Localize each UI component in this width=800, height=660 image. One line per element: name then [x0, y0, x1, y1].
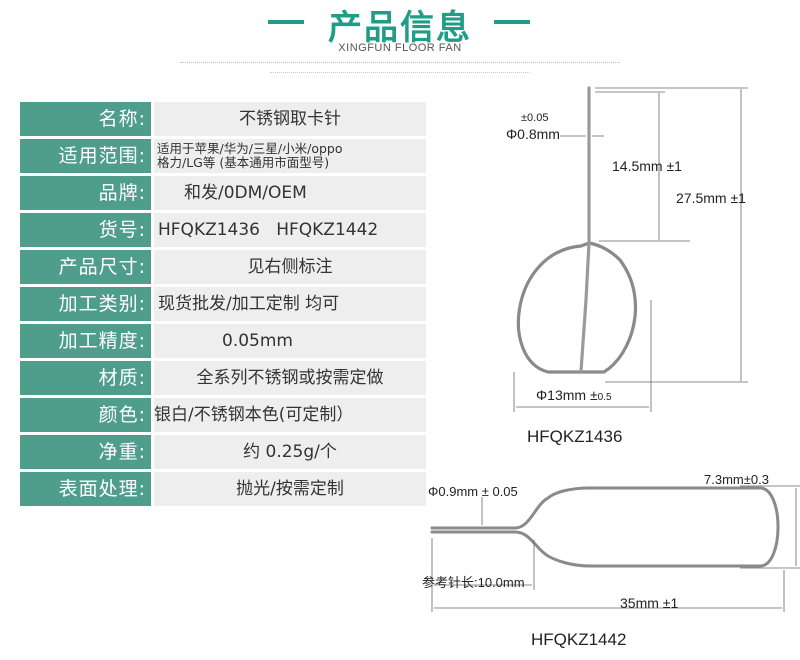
spec-row-weight: 净重: 约 0.25g/个 — [20, 435, 426, 469]
spec-row-processing: 加工类别: 现货批发/加工定制 均可 — [20, 287, 426, 321]
spec-label: 表面处理: — [20, 472, 151, 506]
spec-value: 0.05mm — [154, 324, 426, 358]
spec-row-material: 材质: 全系列不锈钢或按需定做 — [20, 361, 426, 395]
header: 产品信息 XINGFUN FLOOR FAN — [0, 0, 800, 80]
spec-row-surface: 表面处理: 抛光/按需定制 — [20, 472, 426, 506]
spec-label: 货号: — [20, 213, 151, 247]
dim-total-length-1442: 35mm ±1 — [620, 595, 678, 611]
dim-diameter-1442: Φ0.9mm ± 0.05 — [428, 484, 518, 499]
dim-shaft-length: 14.5mm ±1 — [612, 158, 682, 174]
spec-value: 适用于苹果/华为/三星/小米/oppo 格力/LG等 (基本通用市面型号) — [154, 139, 426, 173]
dim-lines-1436 — [513, 87, 748, 412]
spec-label: 产品尺寸: — [20, 250, 151, 284]
spec-value: 抛光/按需定制 — [154, 472, 426, 506]
spec-value: 和发/0DM/OEM — [154, 176, 426, 210]
dim-loop-width: Φ13mm ±0.5 — [536, 387, 612, 403]
dim-diameter: Φ0.8mm — [506, 126, 560, 142]
spec-label: 名称: — [20, 102, 151, 136]
page-subtitle: XINGFUN FLOOR FAN — [338, 42, 462, 54]
dim-total-length: 27.5mm ±1 — [676, 190, 746, 206]
spec-row-brand: 品牌: 和发/0DM/OEM — [20, 176, 426, 210]
spec-label: 品牌: — [20, 176, 151, 210]
spec-label: 净重: — [20, 435, 151, 469]
spec-label: 颜色: — [20, 398, 151, 432]
spec-value: 不锈钢取卡针 — [154, 102, 426, 136]
dim-needle-length: 参考针长:10.0mm — [422, 575, 525, 590]
dim-lines-1442 — [431, 485, 800, 612]
spec-label: 加工精度: — [20, 324, 151, 358]
spec-value: 现货批发/加工定制 均可 — [154, 287, 426, 321]
model-label-1442: HFQKZ1442 — [531, 630, 626, 649]
spec-value-line: 适用于苹果/华为/三星/小米/oppo — [157, 141, 343, 156]
dim-loop-width-tol: 0.5 — [598, 392, 612, 403]
spec-row-model: 货号: HFQKZ1436 HFQKZ1442 — [20, 213, 426, 247]
spec-row-name: 名称: 不锈钢取卡针 — [20, 102, 426, 136]
divider — [180, 62, 620, 63]
spec-value-line: 格力/LG等 (基本通用市面型号) — [157, 155, 330, 170]
dim-width-1442: 7.3mm±0.3 — [704, 472, 769, 487]
pin-1442-drawing — [430, 486, 780, 568]
spec-value: 见右侧标注 — [154, 250, 426, 284]
spec-value: 全系列不锈钢或按需定做 — [154, 361, 426, 395]
spec-label: 加工类别: — [20, 287, 151, 321]
spec-value: 约 0.25g/个 — [154, 435, 426, 469]
title-decoration-left — [268, 20, 304, 24]
spec-row-compatibility: 适用范围: 适用于苹果/华为/三星/小米/oppo 格力/LG等 (基本通用市面… — [20, 139, 426, 173]
page-title: 产品信息 — [328, 8, 472, 48]
pin-1436-drawing — [516, 86, 638, 374]
dim-tol-top: ±0.05 — [521, 112, 548, 124]
dim-loop-width-value: Φ13mm ± — [536, 387, 598, 403]
spec-row-precision: 加工精度: 0.05mm — [20, 324, 426, 358]
divider — [270, 72, 530, 73]
spec-label: 材质: — [20, 361, 151, 395]
spec-row-color: 颜色: 银白/不锈钢本色(可定制） — [20, 398, 426, 432]
title-decoration-right — [494, 20, 530, 24]
spec-label: 适用范围: — [20, 139, 151, 173]
spec-value: 银白/不锈钢本色(可定制） — [154, 398, 426, 432]
model-label-1436: HFQKZ1436 — [527, 427, 622, 446]
spec-value: HFQKZ1436 HFQKZ1442 — [154, 213, 426, 247]
spec-row-size: 产品尺寸: 见右侧标注 — [20, 250, 426, 284]
